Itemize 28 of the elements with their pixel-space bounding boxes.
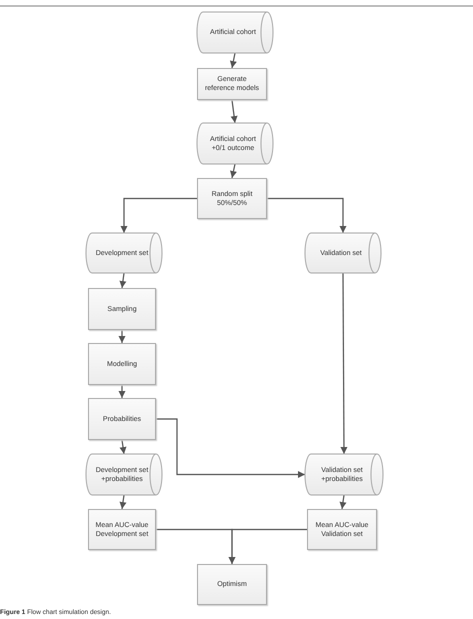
arrow — [230, 52, 237, 68]
arrow — [340, 273, 348, 454]
stored-data-shape — [86, 454, 162, 495]
arrow — [120, 198, 197, 233]
stored-data-shape — [305, 233, 381, 273]
arrow — [340, 494, 346, 510]
stored-data-shape — [197, 12, 273, 53]
arrow — [228, 528, 307, 564]
process-box — [88, 343, 156, 385]
arrow — [118, 330, 126, 343]
arrow — [120, 494, 126, 510]
arrow — [119, 272, 126, 288]
arrow — [156, 418, 305, 478]
process-box — [197, 564, 267, 605]
stored-data-shape — [305, 454, 383, 495]
process-box — [307, 509, 377, 550]
arrow — [267, 198, 346, 233]
process-box — [88, 398, 156, 440]
process-box — [88, 288, 156, 330]
stored-data-shape — [86, 233, 162, 273]
stored-data-shape — [197, 123, 273, 164]
process-box — [197, 178, 267, 219]
arrow — [120, 440, 126, 454]
arrow — [118, 385, 126, 398]
process-box — [197, 68, 267, 100]
process-box — [88, 509, 156, 550]
arrow — [230, 164, 237, 178]
arrow — [230, 100, 238, 124]
